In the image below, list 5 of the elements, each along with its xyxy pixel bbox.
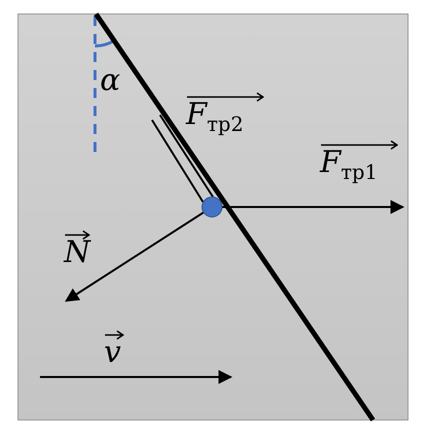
vector-label: N — [64, 238, 90, 268]
angle-label: α — [100, 66, 120, 96]
vector-label: F$_{тр2}$ — [186, 100, 244, 134]
vector-label: F$_{тр1}$ — [320, 148, 378, 182]
vector-label: v — [104, 338, 121, 368]
